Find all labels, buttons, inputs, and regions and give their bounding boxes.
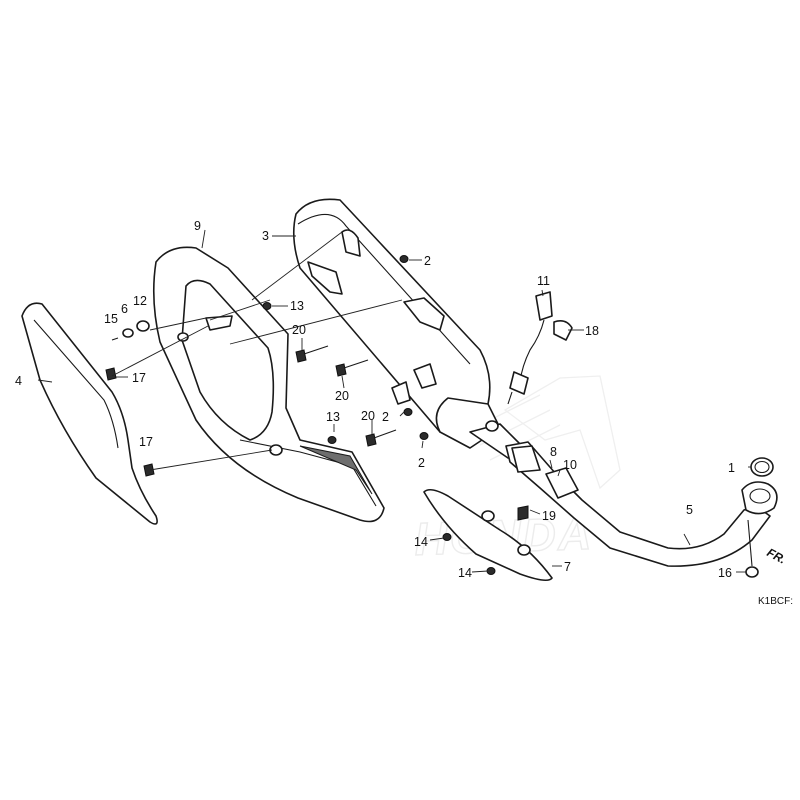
heat-shield-cover-part[interactable]	[21, 302, 158, 525]
callout-12: 12	[133, 294, 147, 308]
exhaust-pipe-part[interactable]	[505, 441, 778, 567]
callout-20-top: 20	[292, 323, 306, 337]
callout-10: 10	[563, 458, 577, 472]
callout-5: 5	[686, 503, 693, 517]
callout-20-bottom: 20	[361, 409, 375, 423]
muffler-part[interactable]	[292, 198, 521, 459]
fasteners	[105, 255, 529, 575]
gasket-part[interactable]	[750, 457, 774, 477]
callout-2-bottom: 2	[418, 456, 425, 470]
leader-lines	[37, 229, 751, 573]
callout-15: 15	[104, 312, 118, 326]
callout-7: 7	[564, 560, 571, 574]
callout-13-bottom: 13	[326, 410, 340, 424]
callout-2-top: 2	[424, 254, 431, 268]
front-label: FR.	[765, 545, 789, 566]
callout-6: 6	[121, 302, 128, 316]
callout-8: 8	[550, 445, 557, 459]
callouts: 4 9 3 2 13 15 6 12 17 17 20 20 20 13 2 2…	[15, 219, 735, 580]
callout-17-top: 17	[132, 371, 146, 385]
callout-14-bottom: 14	[458, 566, 472, 580]
callout-14-top: 14	[414, 535, 428, 549]
heat-shield-frame-part[interactable]	[152, 246, 385, 523]
callout-18: 18	[585, 324, 599, 338]
oxygen-sensor-part[interactable]	[507, 291, 573, 405]
callout-20-middle: 20	[335, 389, 349, 403]
callout-4: 4	[15, 374, 22, 388]
callout-3: 3	[262, 229, 269, 243]
callout-17-bottom: 17	[139, 435, 153, 449]
diagram-code: K1BCF:	[758, 596, 793, 607]
callout-16: 16	[718, 566, 732, 580]
callout-9: 9	[194, 219, 201, 233]
callout-1: 1	[728, 461, 735, 475]
pipe-protector-part[interactable]	[423, 488, 553, 582]
callout-13-top: 13	[290, 299, 304, 313]
callout-2-middle: 2	[382, 410, 389, 424]
callout-19: 19	[542, 509, 556, 523]
callout-11: 11	[537, 274, 550, 288]
front-direction-marker: FR.	[765, 545, 789, 566]
